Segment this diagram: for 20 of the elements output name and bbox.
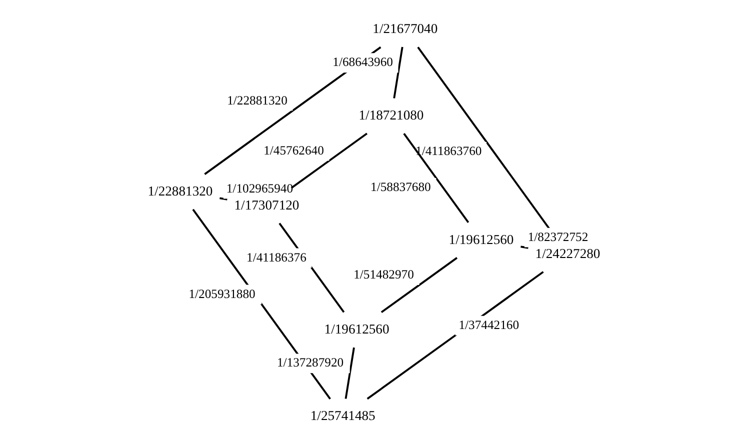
edge-label: 1/51482970: [353, 268, 414, 282]
node-text: 1/24227280: [534, 246, 600, 261]
edge-label: 1/37442160: [458, 318, 519, 332]
edge-label: 1/41186376: [246, 250, 306, 264]
edge-label: 1/22881320: [226, 93, 287, 108]
edge-label: 1/205931880: [188, 286, 255, 301]
edge-label: 1/45762640: [263, 143, 324, 158]
node-text: 1/22881320: [147, 183, 212, 198]
node-text: 1/19612560: [324, 322, 389, 337]
node-text: 1/17307120: [234, 197, 299, 212]
node-text: 1/21677040: [372, 21, 438, 36]
edge-label: 1/82372752: [527, 230, 588, 244]
edge-label: 1/58837680: [370, 180, 430, 194]
edge-label: 1/68643960: [332, 55, 392, 70]
node-text: 1/19612560: [448, 232, 514, 247]
edge-label: 1/102965940: [226, 181, 293, 196]
edge-label: 1/411863760: [415, 144, 482, 158]
node-text: 1/18721080: [358, 108, 424, 123]
node-text: 1/25741485: [310, 408, 375, 424]
edge-label: 1/137287920: [276, 356, 344, 370]
